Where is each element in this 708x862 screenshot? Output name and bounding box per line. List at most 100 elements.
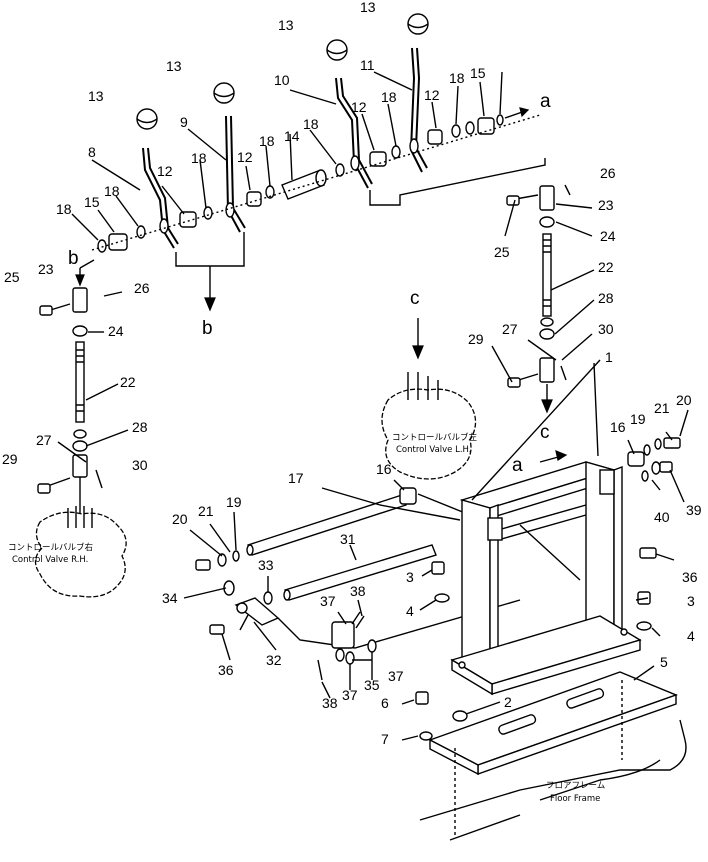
part-number-28: 28 — [598, 290, 614, 306]
arrow-letter-b: b — [68, 248, 79, 269]
part-number-15: 15 — [470, 65, 486, 81]
arrow-letters: a a b b c c — [68, 91, 551, 476]
part-number-20: 20 — [676, 392, 692, 408]
part-number-37: 37 — [342, 687, 358, 703]
arrow-letter-b: b — [202, 318, 213, 339]
part-number-7: 7 — [381, 731, 389, 747]
part-number-18: 18 — [56, 201, 72, 217]
floor-frame-jp-label: フロアフレーム — [546, 781, 605, 791]
shaft-parts — [91, 107, 541, 253]
control-valve-lh-jp-label: コントロールバルブ左 — [392, 432, 478, 443]
part-number-23: 23 — [598, 197, 614, 213]
part-number-28: 28 — [132, 419, 148, 435]
floor-frame — [419, 671, 687, 841]
control-valve-lh-en-label: Control Valve L.H. — [396, 445, 472, 455]
part-number-16: 16 — [376, 461, 392, 477]
part-number-21: 21 — [198, 503, 214, 519]
part-number-13: 13 — [278, 17, 294, 33]
part-number-29: 29 — [468, 331, 484, 347]
part-number-25: 25 — [4, 269, 20, 285]
part-number-18: 18 — [104, 183, 120, 199]
part-number-19: 19 — [630, 411, 646, 427]
arrow-letter-a: a — [540, 91, 551, 112]
part-number-29: 29 — [2, 451, 18, 467]
part-number-37: 37 — [320, 593, 336, 609]
component-labels: コントロールバルブ左 Control Valve L.H. コントロールバルブ右… — [8, 432, 605, 804]
part-number-24: 24 — [108, 323, 124, 339]
part-number-12: 12 — [424, 87, 440, 103]
part-number-13: 13 — [166, 58, 182, 74]
part-number-18: 18 — [259, 133, 275, 149]
knob-group — [136, 13, 429, 130]
part-number-14: 14 — [284, 128, 300, 144]
part-number-19: 19 — [226, 494, 242, 510]
part-number-18: 18 — [303, 116, 319, 132]
part-number-38: 38 — [322, 695, 338, 711]
part-number-18: 18 — [381, 89, 397, 105]
part-number-36: 36 — [218, 662, 234, 678]
control-valve-lh — [381, 318, 477, 480]
part-number-34: 34 — [162, 590, 178, 606]
part-number-3: 3 — [406, 569, 414, 585]
part-number-30: 30 — [598, 321, 614, 337]
part-number-27: 27 — [502, 321, 518, 337]
part-number-17: 17 — [288, 470, 304, 486]
part-number-25: 25 — [494, 244, 510, 260]
part-number-6: 6 — [381, 695, 389, 711]
part-number-labels: 1 2 3 3 4 4 5 6 7 8 9 10 11 12 12 12 12 … — [2, 0, 702, 747]
part-number-12: 12 — [237, 149, 253, 165]
arrow-letter-c: c — [410, 288, 420, 309]
part-number-3: 3 — [687, 593, 695, 609]
part-number-10: 10 — [274, 72, 290, 88]
lower-shafts — [195, 487, 471, 605]
part-number-24: 24 — [600, 228, 616, 244]
part-number-39: 39 — [686, 502, 702, 518]
part-number-27: 27 — [36, 432, 52, 448]
part-number-4: 4 — [406, 603, 414, 619]
part-number-18: 18 — [449, 70, 465, 86]
part-number-38: 38 — [350, 583, 366, 599]
part-number-22: 22 — [120, 374, 136, 390]
part-number-5: 5 — [660, 654, 668, 670]
part-number-4: 4 — [687, 628, 695, 644]
part-number-33: 33 — [258, 557, 274, 573]
part-number-32: 32 — [266, 652, 282, 668]
part-number-30: 30 — [132, 457, 148, 473]
part-number-8: 8 — [88, 144, 96, 160]
part-number-12: 12 — [157, 163, 173, 179]
part-number-9: 9 — [180, 114, 188, 130]
part-number-13: 13 — [360, 0, 376, 15]
part-number-22: 22 — [598, 259, 614, 275]
part-number-20: 20 — [172, 511, 188, 527]
part-number-26: 26 — [134, 280, 150, 296]
part-number-15: 15 — [84, 194, 100, 210]
part-number-13: 13 — [88, 88, 104, 104]
right-rod-assembly — [506, 184, 571, 414]
part-number-12: 12 — [351, 99, 367, 115]
lever-group — [142, 47, 428, 249]
part-number-2: 2 — [504, 694, 512, 710]
part-number-35: 35 — [364, 677, 380, 693]
part-number-37: 37 — [388, 668, 404, 684]
link-arms — [209, 597, 521, 681]
frame — [415, 437, 681, 741]
control-valve-rh-jp-label: コントロールバルブ右 — [8, 542, 93, 553]
part-number-31: 31 — [340, 531, 356, 547]
arrow-letter-a: a — [512, 455, 523, 476]
left-rod-assembly — [34, 268, 127, 598]
part-number-26: 26 — [600, 165, 616, 181]
bracket-lines — [175, 158, 546, 312]
floor-frame-en-label: Floor Frame — [550, 794, 600, 804]
part-number-18: 18 — [191, 150, 207, 166]
control-valve-rh-en-label: Control Valve R.H. — [12, 555, 88, 565]
part-number-16: 16 — [610, 419, 626, 435]
part-number-23: 23 — [38, 261, 54, 277]
part-number-21: 21 — [654, 400, 670, 416]
part-number-1: 1 — [605, 349, 613, 365]
arrow-letter-c: c — [540, 422, 550, 443]
part-number-40: 40 — [654, 509, 670, 525]
part-number-11: 11 — [360, 57, 375, 73]
leader-lines — [57, 71, 689, 741]
part-number-36: 36 — [682, 569, 698, 585]
